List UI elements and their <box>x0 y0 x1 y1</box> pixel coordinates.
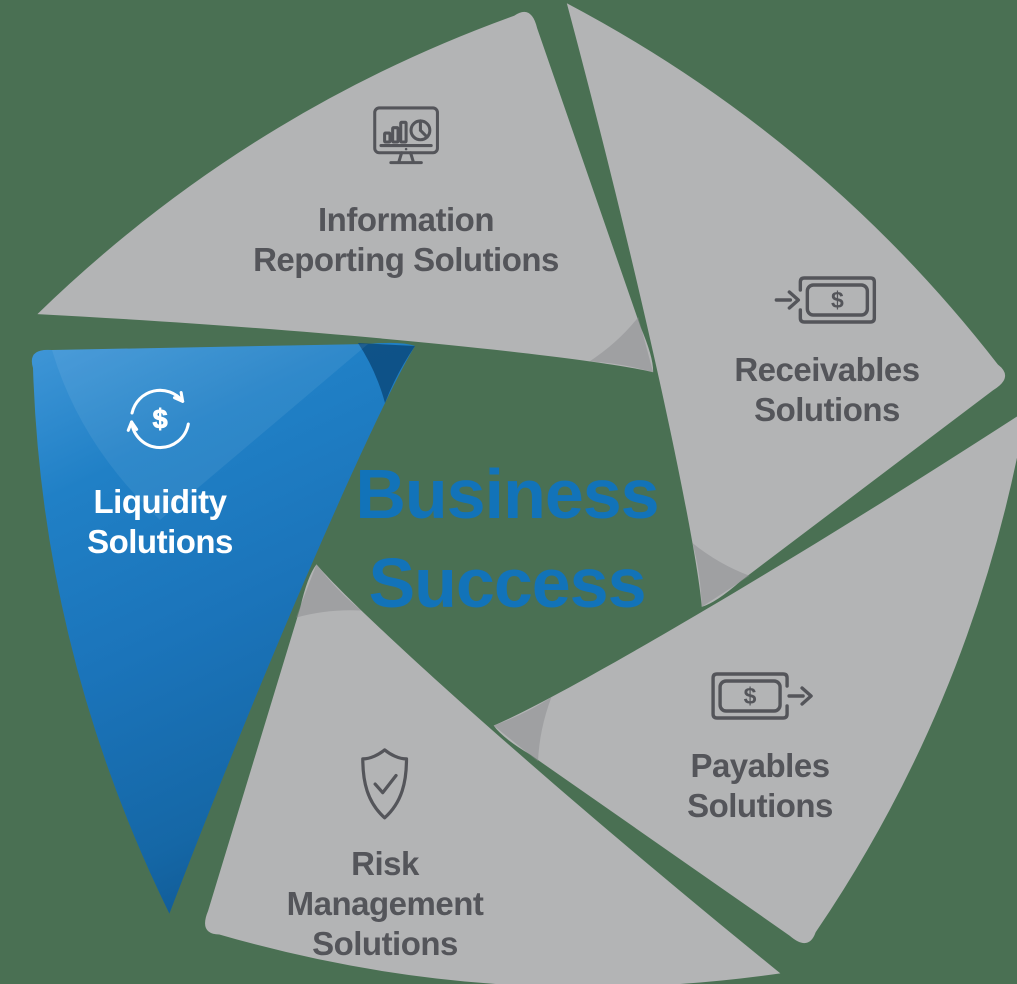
dollar-glyph: $ <box>744 683 757 709</box>
segment-label-line: Liquidity <box>93 483 227 520</box>
center-title-line2: Success <box>368 544 646 622</box>
segment-label-line: Solutions <box>687 787 833 824</box>
segment-label-liquidity[interactable]: $ Liquidity Solutions <box>87 376 233 562</box>
center-title-line1: Business <box>355 455 659 533</box>
segment-blade-risk-management[interactable] <box>195 563 856 984</box>
segment-label-risk-management[interactable]: Risk Management Solutions <box>287 744 484 964</box>
segment-label-line: Risk <box>351 845 419 882</box>
segment-label-information-reporting[interactable]: Information Reporting Solutions <box>253 102 559 280</box>
segment-label-line: Solutions <box>754 391 900 428</box>
segment-blade-information-reporting[interactable] <box>0 7 656 548</box>
segment-label-receivables[interactable]: $ Receivables Solutions <box>734 272 920 430</box>
segment-label-line: Solutions <box>312 925 458 962</box>
segment-blade-payables[interactable] <box>492 266 1017 953</box>
dollar-cycle-icon: $ <box>126 388 190 450</box>
segment-label-line: Information <box>318 201 494 238</box>
money-outgoing-icon: $ <box>711 672 813 720</box>
money-incoming-icon: $ <box>774 276 876 324</box>
segment-label-line: Payables <box>690 747 830 784</box>
center-title: Business Success <box>355 450 659 628</box>
segment-blade-liquidity[interactable] <box>31 342 415 914</box>
segment-label-payables[interactable]: $ Payables Solutions <box>687 668 833 826</box>
dollar-glyph: $ <box>153 404 168 434</box>
segment-blade-receivables[interactable] <box>368 0 1013 609</box>
dollar-glyph: $ <box>831 287 844 313</box>
segment-label-line: Reporting Solutions <box>253 241 559 278</box>
segment-label-line: Solutions <box>87 523 233 560</box>
shield-check-icon <box>361 748 409 820</box>
monitor-analytics-icon <box>373 106 439 165</box>
segment-label-line: Management <box>286 885 484 922</box>
segment-label-line: Receivables <box>734 351 920 388</box>
